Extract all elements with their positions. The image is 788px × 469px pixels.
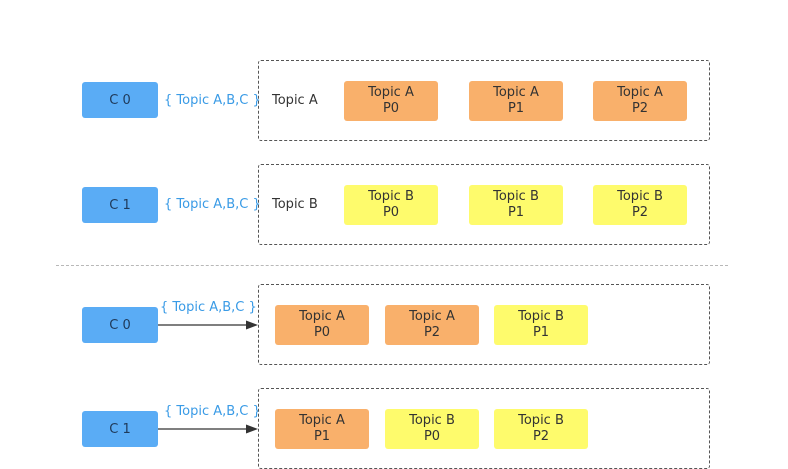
partition-topic: Topic A <box>493 85 539 100</box>
partition-id: P1 <box>313 429 331 444</box>
partition-id: P1 <box>507 205 525 220</box>
partition-topic: Topic B <box>518 413 564 428</box>
partition-id: P0 <box>423 429 441 444</box>
partition-topic: Topic A <box>617 85 663 100</box>
partition-box: Topic A P2 <box>593 81 687 121</box>
partition-id: P1 <box>507 101 525 116</box>
partition-id: P0 <box>382 101 400 116</box>
partition-topic: Topic A <box>299 413 345 428</box>
partition-topic: Topic A <box>409 309 455 324</box>
partition-id: P2 <box>631 205 649 220</box>
partition-id: P2 <box>423 325 441 340</box>
subscription-label: { Topic A,B,C } <box>164 197 261 212</box>
consumer-label: C 0 <box>109 92 131 108</box>
arrow-layer <box>158 320 258 434</box>
partition-id: P0 <box>313 325 331 340</box>
partition-box: Topic B P0 <box>385 409 479 449</box>
subscription-label: { Topic A,B,C } <box>164 404 261 419</box>
consumer-c1-box: C 1 <box>82 187 158 223</box>
partition-box: Topic A P0 <box>344 81 438 121</box>
topic-label: Topic B <box>272 197 318 212</box>
partition-topic: Topic B <box>617 189 663 204</box>
partition-box: Topic A P1 <box>469 81 563 121</box>
assignment-group <box>258 284 710 365</box>
consumer-label: C 1 <box>109 421 131 437</box>
subscription-label: { Topic A,B,C } <box>160 300 257 315</box>
partition-topic: Topic B <box>493 189 539 204</box>
partition-id: P2 <box>532 429 550 444</box>
partition-topic: Topic B <box>518 309 564 324</box>
partition-box: Topic A P2 <box>385 305 479 345</box>
partition-box: Topic B P2 <box>593 185 687 225</box>
topic-b-group <box>258 164 710 245</box>
section-divider <box>56 265 728 266</box>
partition-box: Topic B P1 <box>469 185 563 225</box>
partition-box: Topic B P2 <box>494 409 588 449</box>
arrowhead-icon <box>246 424 258 434</box>
partition-id: P0 <box>382 205 400 220</box>
partition-id: P2 <box>631 101 649 116</box>
partition-box: Topic A P0 <box>275 305 369 345</box>
topic-label: Topic A <box>272 93 318 108</box>
partition-topic: Topic A <box>368 85 414 100</box>
partition-topic: Topic B <box>409 413 455 428</box>
partition-topic: Topic B <box>368 189 414 204</box>
partition-box: Topic B P1 <box>494 305 588 345</box>
topic-a-group <box>258 60 710 141</box>
partition-topic: Topic A <box>299 309 345 324</box>
partition-box: Topic B P0 <box>344 185 438 225</box>
consumer-c0-box: C 0 <box>82 307 158 343</box>
partition-id: P1 <box>532 325 550 340</box>
partition-box: Topic A P1 <box>275 409 369 449</box>
consumer-c0-box: C 0 <box>82 82 158 118</box>
subscription-label: { Topic A,B,C } <box>164 93 261 108</box>
consumer-label: C 1 <box>109 197 131 213</box>
consumer-label: C 0 <box>109 317 131 333</box>
consumer-c1-box: C 1 <box>82 411 158 447</box>
arrowhead-icon <box>246 320 258 330</box>
